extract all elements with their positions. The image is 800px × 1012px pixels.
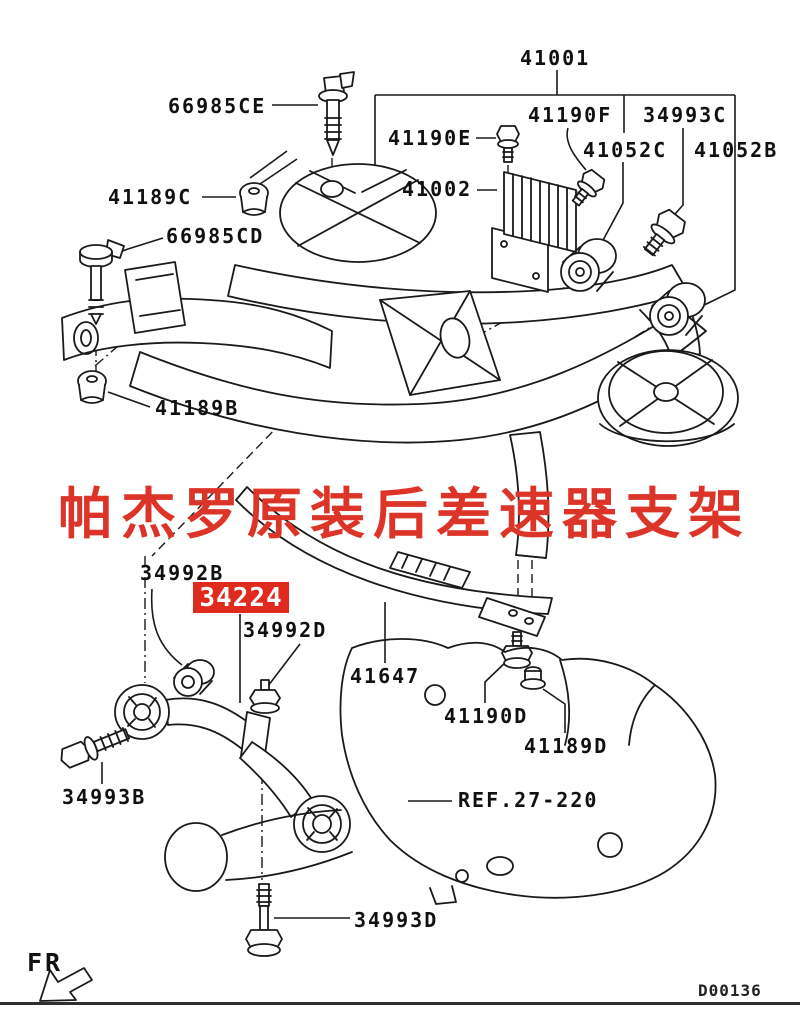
bolt-41190E	[496, 125, 520, 163]
label-41001: 41001	[520, 46, 591, 70]
bolt-41190D	[501, 631, 533, 669]
flange-nut-41189D	[520, 666, 546, 690]
bolt-34993B	[60, 727, 131, 769]
push-nut-41189C	[239, 182, 269, 216]
label-34993C: 34993C	[643, 103, 728, 127]
push-nut-41189B	[77, 370, 107, 404]
label-41190E: 41190E	[388, 126, 473, 150]
bushing-34992B	[173, 659, 215, 697]
bolt-66985CE	[318, 71, 355, 156]
label-41189D: 41189D	[524, 734, 609, 758]
label-34992B: 34992B	[140, 561, 225, 585]
label-41189C: 41189C	[108, 185, 193, 209]
dynamic-damper-41002	[491, 171, 577, 293]
bolt-41190F	[571, 168, 606, 207]
label-34993B: 34993B	[62, 785, 147, 809]
label-66985CE: 66985CE	[168, 94, 267, 118]
rear-suspension-crossmember	[61, 163, 739, 589]
leader-lines	[101, 104, 684, 919]
differential-carrier-ref-27-220	[164, 638, 717, 905]
bottom-border-rule	[0, 1002, 800, 1005]
label-ref-27-220: REF.27-220	[458, 788, 599, 812]
highlighted-part-number: 34224	[199, 582, 283, 613]
flange-nut-34992D	[249, 679, 281, 714]
label-66985CD: 66985CD	[166, 224, 265, 248]
label-41189B: 41189B	[155, 396, 240, 420]
bolt-66985CD	[79, 239, 125, 325]
label-34992D: 34992D	[243, 618, 328, 642]
highlighted-part-34224: 34224	[193, 582, 289, 613]
bushing-41052B	[649, 282, 706, 336]
label-41052C: 41052C	[583, 138, 668, 162]
label-41647: 41647	[350, 664, 421, 688]
drawing-number: D00136	[698, 981, 762, 1000]
group-bracket-41001	[374, 70, 736, 311]
fr-direction-label: FR	[27, 948, 64, 977]
fr-direction-arrow	[39, 967, 93, 1002]
bolt-34993D	[245, 883, 283, 957]
bolt-34993C	[642, 208, 686, 257]
differential-support-arm-34224	[114, 684, 351, 853]
label-41052B: 41052B	[694, 138, 779, 162]
support-stay-41647	[235, 486, 553, 637]
bushing-41052C	[560, 238, 617, 292]
overlay-title-chinese: 帕杰罗原装后差速器支架	[58, 482, 752, 546]
label-34993D: 34993D	[354, 908, 439, 932]
label-41002: 41002	[402, 177, 473, 201]
label-41190F: 41190F	[528, 103, 613, 127]
label-41190D: 41190D	[444, 704, 529, 728]
